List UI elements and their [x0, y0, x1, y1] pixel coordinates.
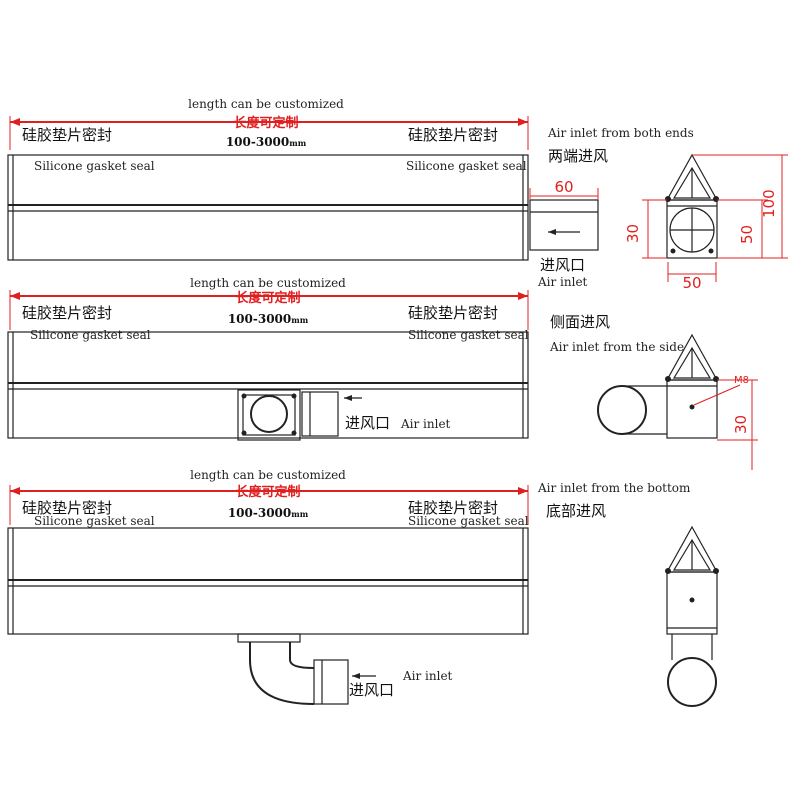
- bottom-elbow-outer: [249, 642, 315, 705]
- arrow-right-icon: [518, 118, 528, 126]
- air-inlet-label-en-3: Air inlet: [402, 669, 453, 683]
- side-dia-dim: 30: [732, 415, 750, 434]
- gasket-label-en-left: Silicone gasket seal: [34, 159, 155, 173]
- gasket-label-en-left-3: Silicone gasket seal: [34, 514, 155, 528]
- side-inlet-pipe: [301, 391, 339, 437]
- length-label-cn: 长度可定制: [233, 115, 298, 131]
- length-range-3: 100-3000mm: [228, 506, 309, 520]
- inlet-dia-dim: 30: [624, 224, 642, 243]
- view-both-ends: length can be customized 长度可定制 100-3000m…: [7, 97, 788, 292]
- bottom-inlet-pipe: [313, 659, 349, 705]
- cross-section-bottom: [665, 525, 719, 707]
- nozzle-body: [7, 154, 529, 261]
- air-inlet-label-cn-2: 进风口: [345, 414, 390, 432]
- air-inlet-label-cn-1: 进风口: [540, 256, 585, 274]
- view-side: length can be customized 长度可定制 100-3000m…: [7, 276, 758, 470]
- arrow-left-icon: [10, 118, 20, 126]
- bottom-label-cn: 底部进风: [546, 502, 606, 520]
- gasket-label-cn-right-2: 硅胶垫片密封: [408, 304, 498, 322]
- height-inner-dim: 50: [738, 225, 756, 244]
- width-dim: 50: [682, 274, 701, 292]
- gasket-label-cn-left-2: 硅胶垫片密封: [22, 304, 112, 322]
- bottom-flange: [237, 633, 301, 643]
- length-label-en: length can be customized: [188, 97, 344, 111]
- height-total-dim: 100: [760, 189, 778, 218]
- gasket-label-cn-right-3: 硅胶垫片密封: [408, 499, 498, 517]
- air-inlet-label-cn-3: 进风口: [349, 681, 394, 699]
- cross-section-end: 30 50 50 100: [624, 153, 788, 292]
- gasket-label-cn-left: 硅胶垫片密封: [22, 126, 112, 144]
- length-label-en-2: length can be customized: [190, 276, 346, 290]
- length-range-2: 100-3000mm: [228, 312, 309, 326]
- cross-section-side: M8 30: [597, 333, 758, 470]
- view-bottom: length can be customized 长度可定制 100-3000m…: [7, 468, 719, 707]
- both-ends-label-en: Air inlet from both ends: [547, 126, 694, 140]
- gasket-label-en-left-2: Silicone gasket seal: [30, 328, 151, 342]
- gasket-label-cn-left-3: 硅胶垫片密封: [22, 499, 112, 517]
- length-label-cn-3: 长度可定制: [235, 484, 300, 500]
- side-inlet-opening: [250, 395, 288, 433]
- bottom-label-en: Air inlet from the bottom: [537, 481, 691, 495]
- end-inlet-pipe: [529, 199, 599, 251]
- bottom-pipe-section: [667, 657, 717, 707]
- bottom-elbow-inner: [289, 642, 315, 669]
- side-label-en: Air inlet from the side: [549, 340, 684, 354]
- side-flange: [237, 389, 301, 441]
- gasket-label-en-right: Silicone gasket seal: [406, 159, 527, 173]
- length-label-cn-2: 长度可定制: [235, 290, 300, 306]
- side-label-cn: 侧面进风: [550, 313, 610, 331]
- both-ends-label-cn: 两端进风: [548, 147, 608, 165]
- length-range: 100-3000mm: [226, 135, 307, 149]
- air-inlet-label-en-2: Air inlet: [400, 417, 451, 431]
- gasket-label-en-right-2: Silicone gasket seal: [408, 328, 529, 342]
- side-pipe-section: [597, 385, 647, 435]
- gasket-label-en-right-3: Silicone gasket seal: [408, 514, 529, 528]
- nozzle-body-2: [7, 331, 529, 439]
- length-label-en-3: length can be customized: [190, 468, 346, 482]
- air-inlet-label-en-1: Air inlet: [537, 275, 588, 289]
- inlet-length-dim: 60: [554, 178, 573, 196]
- gasket-label-cn-right: 硅胶垫片密封: [408, 126, 498, 144]
